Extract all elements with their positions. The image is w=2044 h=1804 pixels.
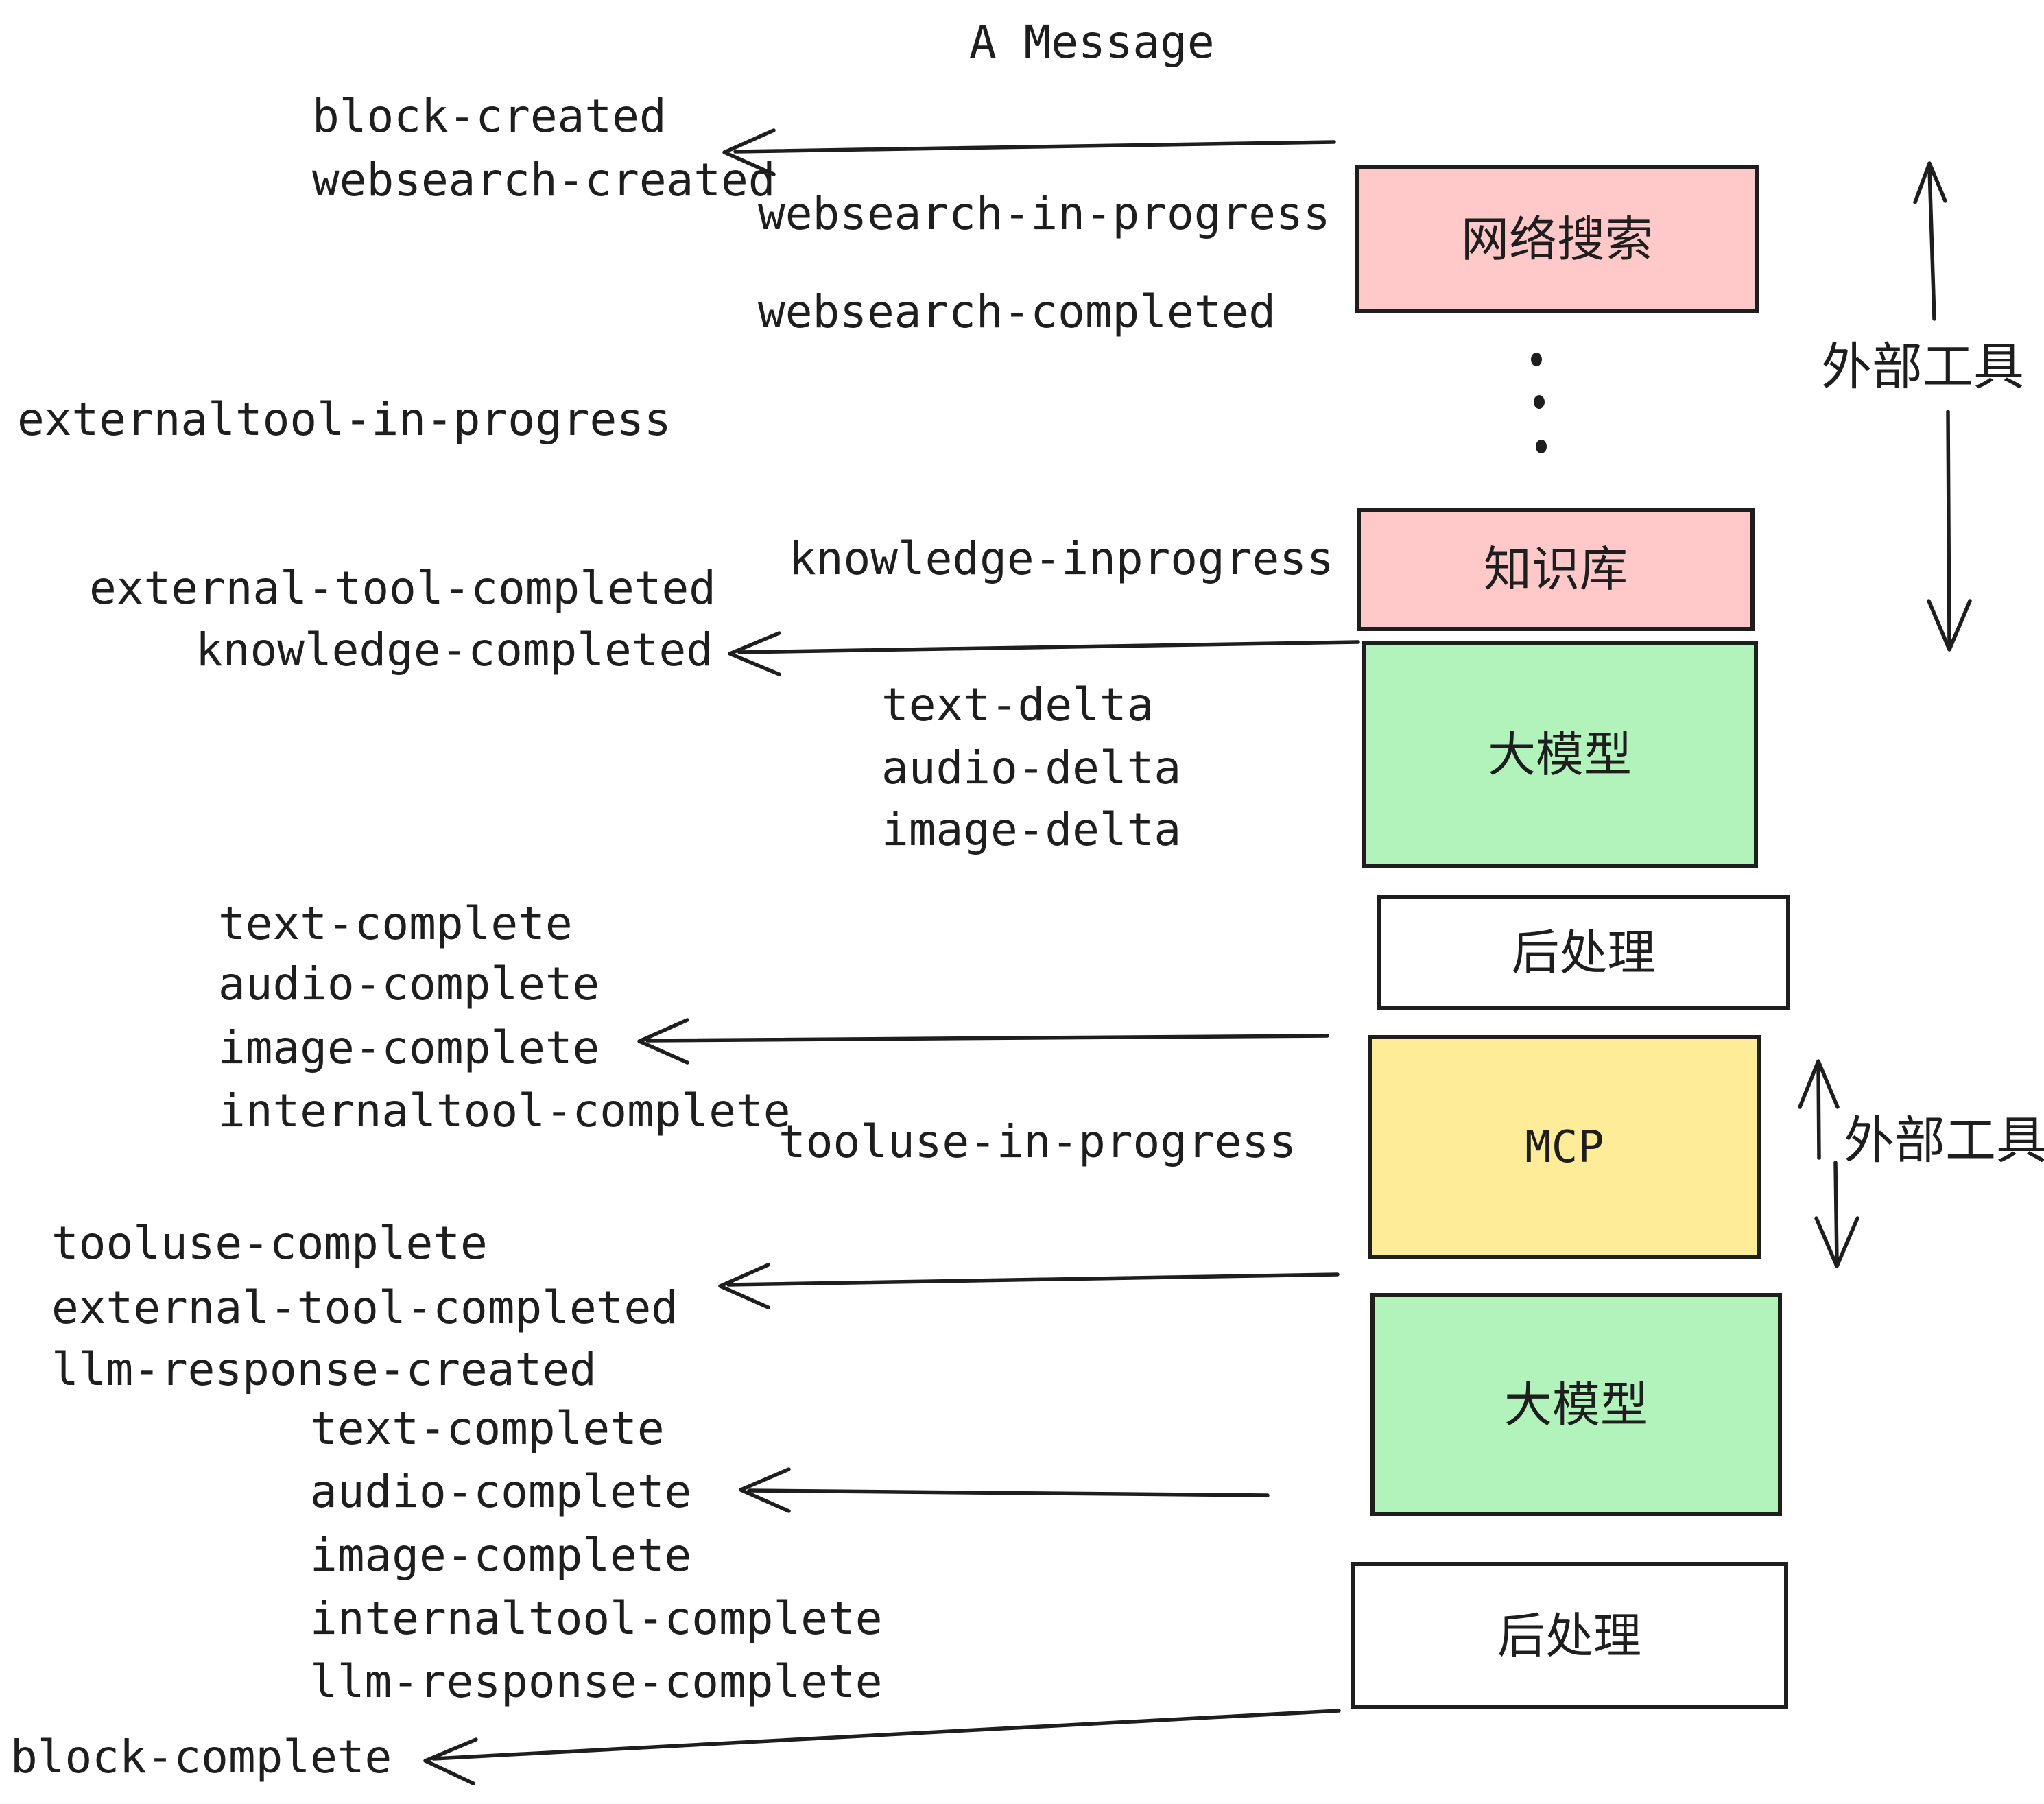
event-label-websearch-in-progress: websearch-in-progress: [758, 187, 1331, 240]
external-tools-down-arrow-top: [1927, 410, 1972, 652]
box-llm-2: 大模型: [1370, 1293, 1782, 1516]
box-llm-2-label: 大模型: [1504, 1377, 1648, 1432]
arrow-to-image-complete: [637, 1018, 1329, 1065]
event-label-audio-complete-2: audio-complete: [310, 1465, 692, 1518]
event-label-block-created: block-created: [312, 90, 667, 143]
event-label-knowledge-completed: knowledge-completed: [195, 624, 713, 676]
event-label-image-complete-2: image-complete: [310, 1529, 692, 1582]
box-websearch-label: 网络搜索: [1461, 212, 1653, 266]
event-label-text-complete-2: text-complete: [310, 1402, 665, 1455]
event-label-internaltool-complete-2: internaltool-complete: [310, 1592, 883, 1645]
event-label-block-complete: block-complete: [10, 1731, 392, 1783]
ellipsis-dots: [1531, 353, 1547, 453]
event-label-audio-complete-1: audio-complete: [218, 958, 600, 1010]
event-label-websearch-created: websearch-created: [312, 154, 776, 206]
event-label-knowledge-inprogress: knowledge-inprogress: [789, 532, 1334, 585]
event-label-externaltool-in-progress: externaltool-in-progress: [17, 393, 672, 446]
box-knowledge-base: 知识库: [1357, 508, 1755, 631]
event-label-tooluse-complete: tooluse-complete: [51, 1217, 488, 1270]
event-label-image-complete-1: image-complete: [218, 1021, 600, 1074]
external-tools-up-arrow-top: [1913, 161, 1947, 321]
event-label-text-delta-1: text-delta: [881, 678, 1154, 731]
box-postprocess-2-label: 后处理: [1497, 1609, 1641, 1663]
event-label-external-tool-completed: external-tool-completed: [89, 562, 716, 615]
box-websearch: 网络搜索: [1355, 165, 1759, 313]
arrow-to-block-created: [722, 128, 1336, 176]
event-label-image-delta-1: image-delta: [881, 803, 1182, 856]
event-label-audio-delta-1: audio-delta: [881, 741, 1182, 794]
box-llm-1: 大模型: [1362, 641, 1758, 868]
arrow-to-tooluse-complete: [718, 1263, 1340, 1309]
box-knowledge-base-label: 知识库: [1484, 543, 1628, 596]
box-llm-1-label: 大模型: [1488, 728, 1632, 781]
arrow-to-block-complete: [423, 1709, 1341, 1785]
arrow-to-audio-complete: [739, 1467, 1270, 1513]
event-label-llm-response-created: llm-response-created: [51, 1343, 597, 1396]
box-postprocess-1-label: 后处理: [1511, 925, 1656, 980]
box-mcp: MCP: [1368, 1035, 1761, 1259]
event-label-tooluse-in-progress: tooluse-in-progress: [779, 1115, 1296, 1168]
external-tools-up-arrow-bottom: [1798, 1059, 1840, 1160]
external-tools-label-top: 外部工具: [1821, 338, 2024, 395]
arrow-to-knowledge-completed: [728, 631, 1360, 676]
box-postprocess-2: 后处理: [1351, 1562, 1788, 1709]
diagram-title: A Message: [969, 16, 1215, 69]
box-postprocess-1: 后处理: [1377, 895, 1790, 1010]
event-label-text-complete-1: text-complete: [218, 897, 573, 950]
box-mcp-label: MCP: [1525, 1121, 1604, 1173]
event-label-internaltool-complete-1: internaltool-complete: [218, 1084, 791, 1137]
event-label-llm-response-complete: llm-response-complete: [310, 1655, 883, 1708]
external-tools-label-bottom: 外部工具: [1844, 1112, 2044, 1169]
external-tools-down-arrow-bottom: [1814, 1161, 1859, 1268]
event-label-websearch-completed: websearch-completed: [758, 285, 1276, 338]
event-label-external-tool-completed-2: external-tool-completed: [51, 1281, 678, 1334]
